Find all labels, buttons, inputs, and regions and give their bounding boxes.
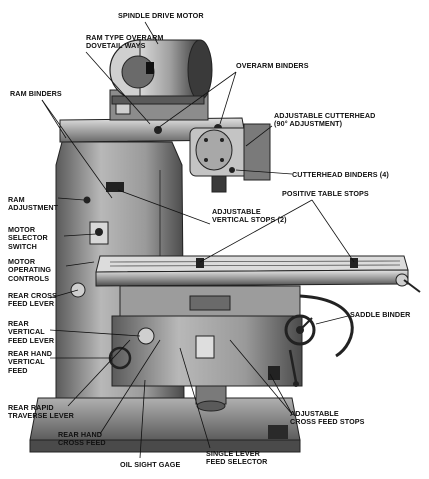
label-adjustable-cross-feed-stops: ADJUSTABLE CROSS FEED STOPS — [290, 409, 365, 427]
label-rear-cross-feed-lever: REAR CROSS FEED LEVER — [8, 291, 57, 309]
spindle-nose — [211, 175, 227, 193]
label-ram-adjustment: RAM ADJUSTMENT — [8, 195, 59, 213]
column-nameplate — [106, 182, 124, 192]
label-cutterhead-binders: CUTTERHEAD BINDERS (4) — [292, 170, 389, 179]
label-single-lever-feed-selector: SINGLE LEVER FEED SELECTOR — [206, 449, 268, 467]
elevating-pedestal — [195, 385, 227, 412]
work-table — [70, 255, 421, 298]
table-stop-right — [350, 258, 358, 268]
overarm-binder-handle — [154, 126, 162, 134]
label-positive-table-stops: POSITIVE TABLE STOPS — [282, 189, 369, 198]
machine-base — [29, 397, 301, 453]
label-rear-rapid-traverse-lever: REAR RAPID TRAVERSE LEVER — [8, 403, 74, 421]
label-spindle-drive-motor: SPINDLE DRIVE MOTOR — [118, 11, 204, 20]
base-nameplate — [268, 425, 288, 439]
label-motor-operating-controls: MOTOR OPERATING CONTROLS — [8, 257, 52, 283]
cross-feed-stop — [268, 366, 280, 380]
leader-lines — [41, 21, 355, 459]
saddle-handwheel — [284, 314, 316, 346]
cutterhead — [189, 123, 271, 193]
cutterhead-binder — [229, 167, 235, 173]
label-ram-binders: RAM BINDERS — [10, 89, 62, 98]
label-adjustable-cutterhead: ADJUSTABLE CUTTERHEAD (90° ADJUSTMENT) — [274, 111, 376, 129]
label-rear-vertical-feed-lever: REAR VERTICAL FEED LEVER — [8, 319, 55, 345]
table-stop-left — [196, 258, 204, 268]
coolant-hose — [299, 294, 354, 358]
motor-selector-knob — [95, 228, 103, 236]
label-oil-sight-gage: OIL SIGHT GAGE — [120, 460, 181, 469]
label-overarm-binders: OVERARM BINDERS — [236, 61, 309, 70]
label-motor-selector-switch: MOTOR SELECTOR SWITCH — [8, 225, 48, 251]
label-rear-hand-vertical-feed: REAR HAND VERTICAL FEED — [8, 349, 53, 375]
feed-selector-dial — [195, 335, 215, 359]
spindle-drive-motor — [109, 39, 213, 105]
label-rear-hand-cross-feed: REAR HAND CROSS FEED — [58, 430, 106, 448]
saddle-knee — [108, 285, 316, 387]
label-adjustable-vertical-stops: ADJUSTABLE VERTICAL STOPS (2) — [212, 207, 287, 225]
table-crank — [395, 273, 409, 287]
label-saddle-binder: SADDLE BINDER — [350, 310, 411, 319]
label-ram-type-overarm: RAM TYPE OVERARM DOVETAIL WAYS — [86, 33, 164, 51]
rear-vertical-feed-lever — [137, 327, 155, 345]
